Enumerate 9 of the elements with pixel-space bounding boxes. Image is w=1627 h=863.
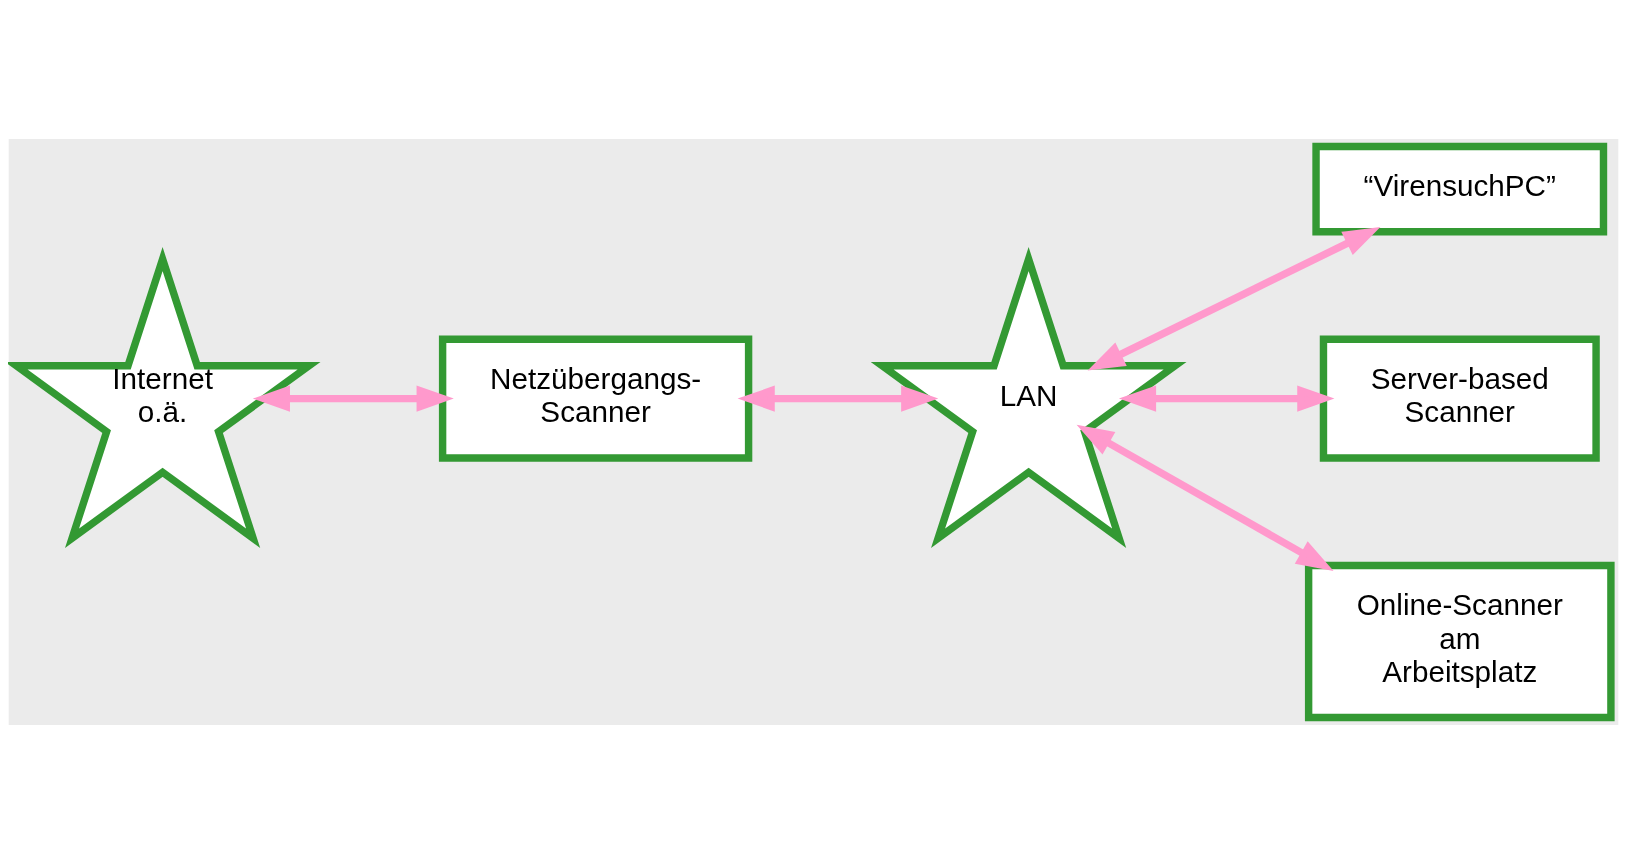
- arrow: [1087, 226, 1381, 371]
- arrow: [1118, 385, 1335, 412]
- node-box: Server-based Scanner: [1319, 335, 1600, 462]
- node-box: Netzübergangs- Scanner: [438, 335, 753, 462]
- node-box: “VirensuchPC”: [1312, 142, 1608, 235]
- arrow: [252, 385, 454, 412]
- arrow: [737, 385, 939, 412]
- node-box: Online-Scanner am Arbeitsplatz: [1304, 561, 1615, 721]
- arrow: [1076, 424, 1334, 571]
